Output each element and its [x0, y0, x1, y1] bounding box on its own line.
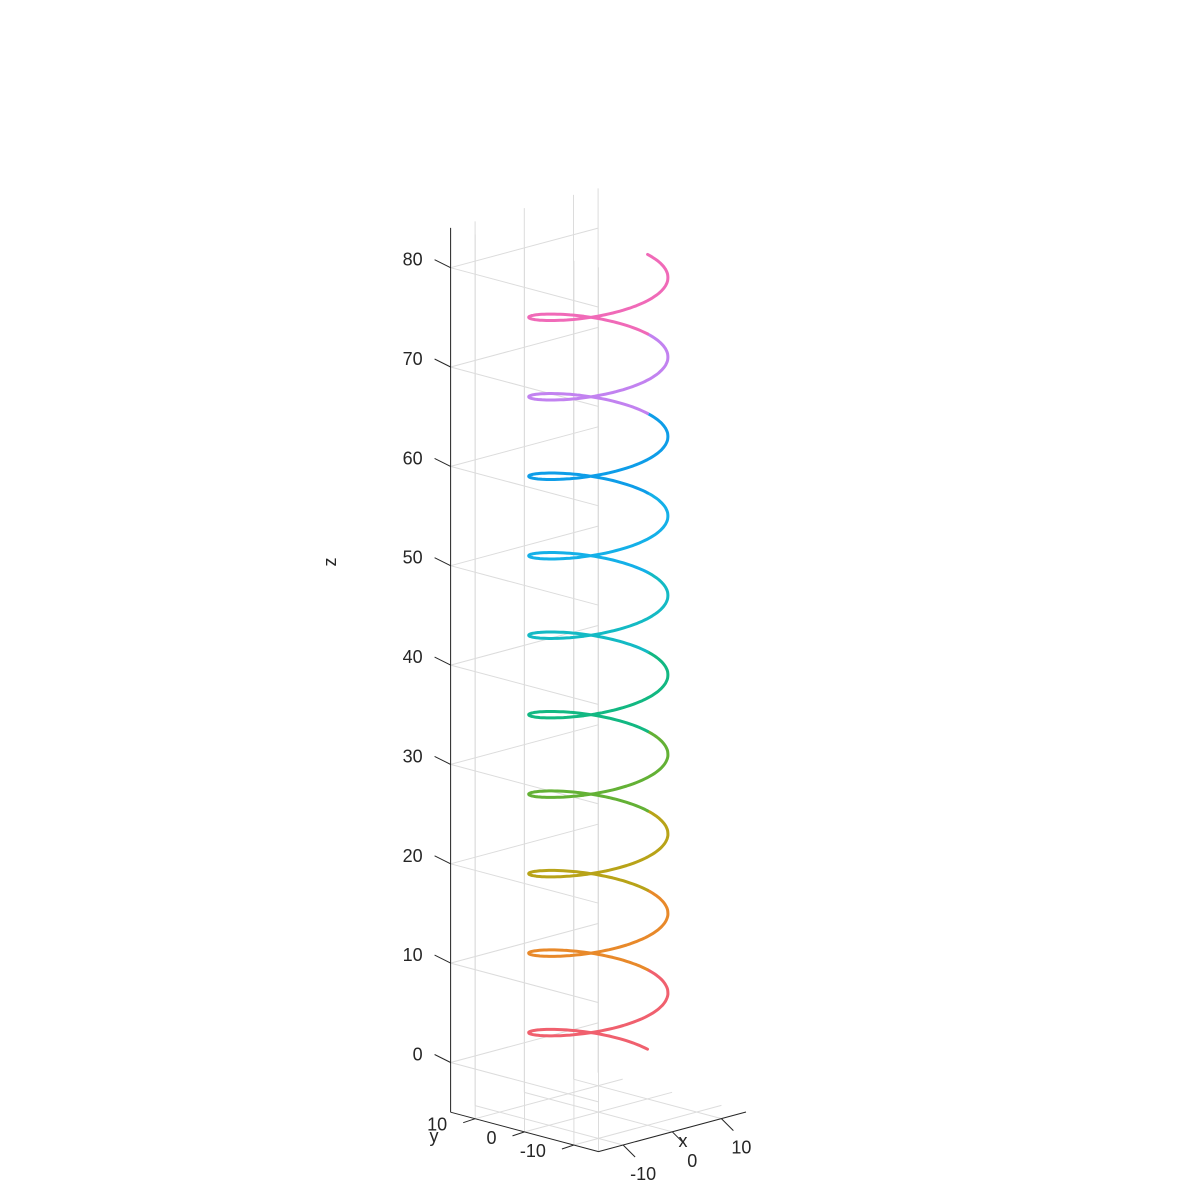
z-tick [434, 1054, 451, 1063]
z-tick [434, 557, 451, 567]
helix-segment-9 [527, 332, 670, 415]
x-tick [721, 1118, 734, 1131]
tick-labels: -10 0 10 -10 0 10 0 10 20 30 40 50 60 70 80 [403, 250, 752, 1184]
helix-segment-8 [527, 411, 670, 495]
x-tick [622, 1144, 636, 1158]
y-tick-label: -10 [520, 1141, 546, 1161]
y-axis-label: y [430, 1126, 439, 1146]
y-tick [512, 1131, 525, 1137]
x-tick [671, 1131, 685, 1145]
z-tick [434, 259, 451, 269]
helix-segment-6 [527, 570, 670, 654]
z-tick-label: 30 [403, 746, 423, 766]
z-tick-label: 10 [403, 945, 423, 965]
helix-segment-3 [527, 809, 670, 892]
z-tick-label: 60 [403, 448, 423, 468]
x-tick-label: 0 [687, 1151, 697, 1171]
x-tick-label: -10 [630, 1164, 656, 1184]
z-tick [434, 755, 451, 765]
helix-segment-1 [527, 968, 670, 1051]
z-tick-label: 0 [413, 1045, 423, 1065]
z-tick-label: 20 [403, 846, 423, 866]
y-tick-label: 10 [427, 1115, 447, 1135]
helix-segment-10 [527, 252, 670, 336]
helix-curve [527, 252, 670, 1051]
z-tick-label: 40 [403, 647, 423, 667]
z-tick-label: 80 [403, 250, 423, 270]
helix-segment-7 [527, 491, 670, 574]
helix-segment-5 [527, 650, 670, 733]
axes-layer [434, 227, 747, 1158]
grid-layer [450, 188, 722, 1152]
z-tick-label: 70 [403, 349, 423, 369]
z-tick [434, 855, 451, 865]
z-tick [434, 954, 451, 964]
helix-segment-4 [527, 729, 670, 813]
x-axis-label: x [679, 1131, 688, 1151]
z-axis-label: z [320, 558, 340, 567]
z-tick-label: 50 [403, 548, 423, 568]
y-tick [463, 1118, 476, 1124]
y-tick-label: 0 [486, 1128, 496, 1148]
helix-segment-2 [527, 888, 670, 972]
z-tick [434, 457, 451, 467]
z-tick [434, 656, 451, 666]
y-tick [561, 1144, 575, 1150]
x-tick-label: 10 [731, 1138, 751, 1158]
z-tick [434, 358, 451, 368]
